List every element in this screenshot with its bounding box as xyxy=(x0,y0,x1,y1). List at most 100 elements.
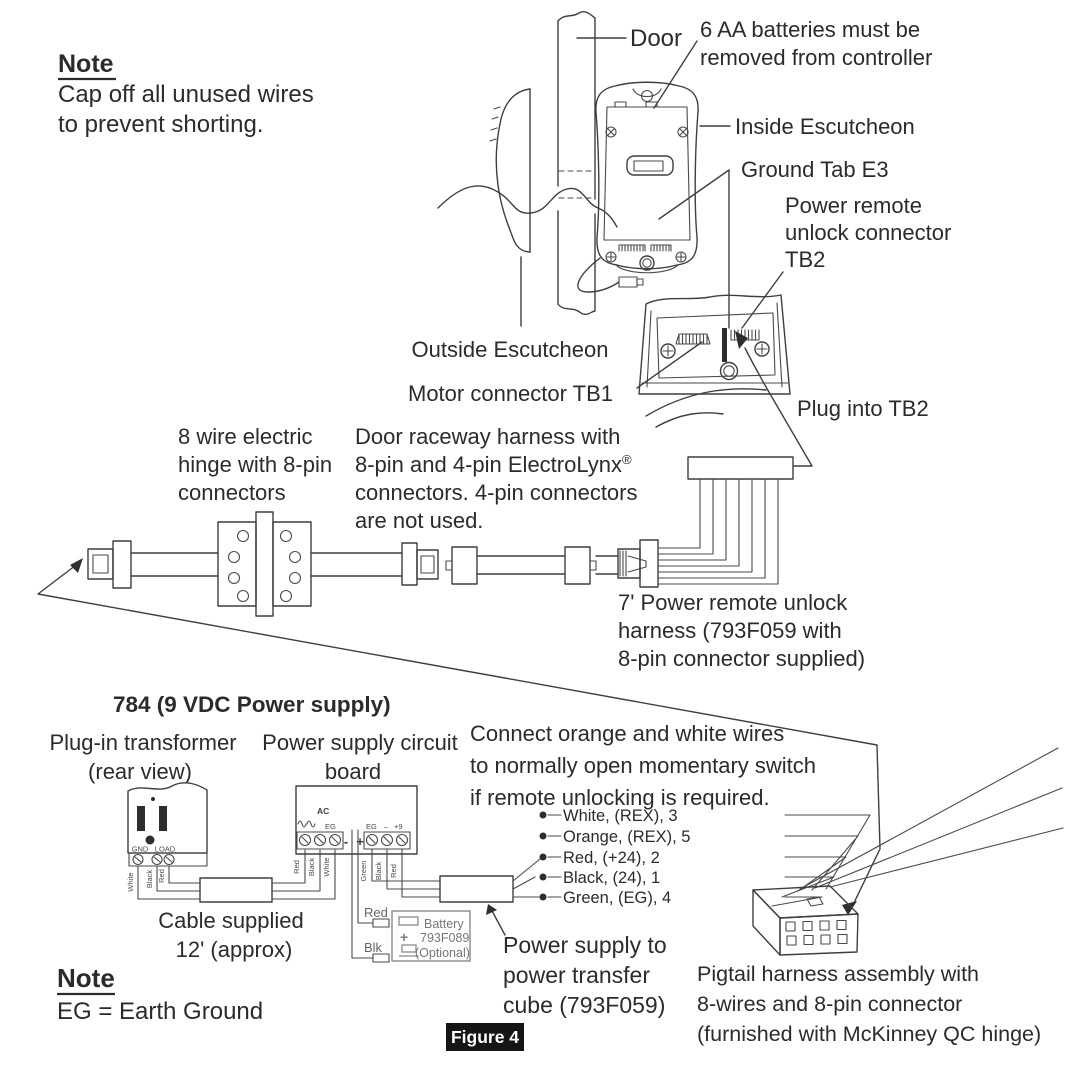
note-line: to prevent shorting. xyxy=(58,111,263,138)
plus-label: + xyxy=(356,834,364,849)
battery-text: (Optional) xyxy=(415,946,470,960)
note-title: Note xyxy=(58,50,114,78)
ground-tab-label: Ground Tab E3 xyxy=(741,157,889,182)
ac-label: AC xyxy=(317,806,329,816)
power-remote-label: Power remote xyxy=(785,193,922,218)
terminal-block xyxy=(296,831,344,850)
power-cube-label: Power supply to xyxy=(503,932,667,958)
outside-escutcheon-label: Outside Escutcheon xyxy=(412,337,609,362)
unlock-harness-label: 8-pin connector supplied) xyxy=(618,646,865,671)
pigtail-wires xyxy=(771,814,871,907)
pigtail-connector-drawing xyxy=(752,885,859,956)
power-cube xyxy=(439,875,514,903)
figure-badge: Figure 4 xyxy=(446,1023,524,1051)
hinge-label: connectors xyxy=(178,480,286,505)
door-label: Door xyxy=(630,25,682,52)
harness-labels: 8 wire electric hinge with 8-pin connect… xyxy=(178,424,865,671)
8pin-plug xyxy=(87,548,114,580)
slot xyxy=(626,155,674,176)
cable-box xyxy=(199,877,273,903)
tb2-leader xyxy=(741,271,784,329)
wire-label: Red xyxy=(389,864,398,878)
gnd-label: GND xyxy=(132,845,149,854)
battery-text: Battery xyxy=(424,917,464,931)
escutcheon-cable xyxy=(577,257,620,293)
prong-slot xyxy=(137,806,145,831)
transformer-wires xyxy=(137,865,201,900)
power-cube-label: power transfer xyxy=(503,962,650,988)
pigtail-label: Pigtail harness assembly with xyxy=(697,962,979,986)
raceway-label-text: 8-pin and 4-pin ElectroLynx xyxy=(355,452,622,477)
output-wires xyxy=(371,848,441,898)
hinge-label: hinge with 8-pin xyxy=(178,452,332,477)
4pin-connector xyxy=(451,546,478,585)
raceway-label: connectors. 4-pin connectors xyxy=(355,480,638,505)
batteries-leader xyxy=(653,40,698,109)
battery-red-label: Red xyxy=(364,905,388,920)
8pin-plug xyxy=(416,549,439,580)
cable-plug xyxy=(618,276,638,288)
hinge-label: 8 wire electric xyxy=(178,424,312,449)
cube-arrow-line xyxy=(490,908,506,936)
wire-label: White xyxy=(126,872,135,891)
hinge-plate xyxy=(272,521,312,607)
cable-swoosh xyxy=(645,388,767,428)
battery-wires xyxy=(351,829,374,959)
power-remote-label: TB2 xyxy=(785,247,825,272)
transformer-label: (rear view) xyxy=(88,759,192,784)
wire-label: Black xyxy=(145,870,154,889)
escutcheon-bottom-view xyxy=(638,294,791,428)
raceway-label: are not used. xyxy=(355,508,483,533)
ac-sine-icon xyxy=(297,820,316,828)
latch-tab xyxy=(806,896,824,907)
connector-teeth xyxy=(618,244,646,252)
pigtail-to-hinge-leader xyxy=(37,561,881,912)
tb2-plug-bar xyxy=(687,456,794,480)
wire-list-item: White, (REX), 3 xyxy=(563,807,678,825)
8pin-body xyxy=(112,540,132,589)
battery-blk-label: Blk xyxy=(364,940,383,955)
note-line: EG = Earth Ground xyxy=(57,998,263,1025)
transformer-drawing: GND LOAD White Black Red xyxy=(126,782,336,903)
door-drawing xyxy=(437,10,627,316)
figure-badge-label: Figure 4 xyxy=(451,1027,519,1047)
wire-label: Green xyxy=(359,861,368,882)
screw-icon xyxy=(754,341,770,357)
connect-note: to normally open momentary switch xyxy=(470,753,816,778)
screw-icon xyxy=(677,126,689,138)
wire-list-item: Green, (EG), 4 xyxy=(563,889,671,907)
door-labels: Door 6 AA batteries must be removed from… xyxy=(408,17,951,421)
registered-mark: ® xyxy=(622,452,632,467)
harness-wires xyxy=(657,479,779,585)
screw-icon xyxy=(605,251,617,263)
batteries-label: 6 AA batteries must be xyxy=(700,17,920,42)
4pin-connector xyxy=(564,546,591,585)
connect-note: if remote unlocking is required. xyxy=(470,785,770,810)
8pin-plug xyxy=(617,548,641,579)
note-line: Cap off all unused wires xyxy=(58,81,314,108)
battery-terminal xyxy=(372,953,390,963)
eg-label: EG xyxy=(325,822,336,831)
wire-list-item: Orange, (REX), 5 xyxy=(563,828,690,846)
circuit-board-label: board xyxy=(325,759,381,784)
arrow-icon xyxy=(70,558,83,573)
inside-escutcheon-label: Inside Escutcheon xyxy=(735,114,915,139)
circuit-board-drawing: AC EG - + EG – +9 Red Black White Green … xyxy=(292,785,441,959)
harness-chain-drawing xyxy=(37,456,881,915)
cable-wires xyxy=(271,849,336,900)
power-section-labels: Plug-in transformer (rear view) Power su… xyxy=(49,721,1041,1046)
wire-label: Red xyxy=(292,860,301,874)
note-top: Note Cap off all unused wires to prevent… xyxy=(58,50,314,138)
eg-label: EG xyxy=(366,822,377,831)
8pin-body xyxy=(639,539,659,588)
wire-list-item: Black, (24), 1 xyxy=(563,869,660,887)
power-cube-drawing xyxy=(439,858,541,936)
tb1-leader xyxy=(636,341,703,389)
ground-pin xyxy=(145,835,155,845)
wire-label: Black xyxy=(307,858,316,877)
wire-label: Red xyxy=(157,869,166,883)
power-supply-title: 784 (9 VDC Power supply) xyxy=(113,692,391,717)
battery-box xyxy=(391,910,471,962)
